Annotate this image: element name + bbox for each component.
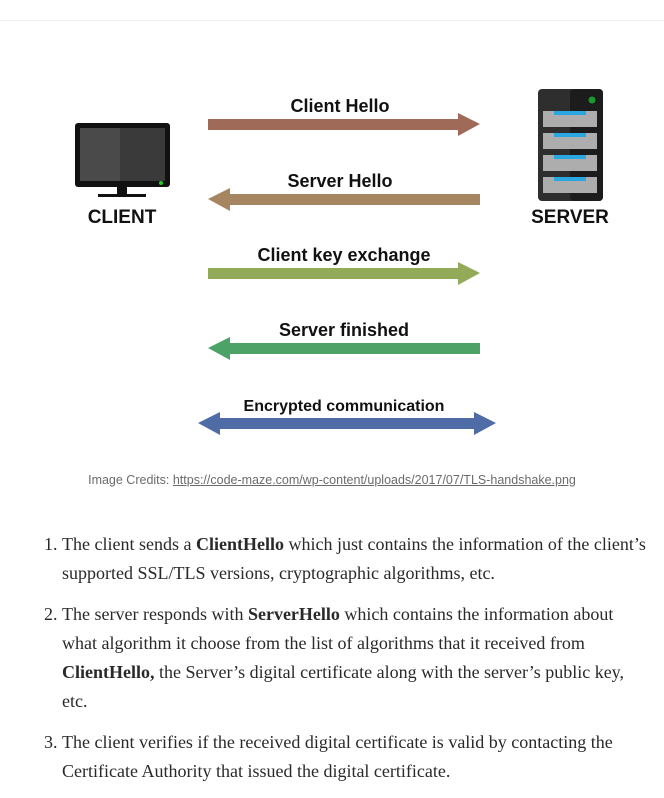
list-item: The client sends a ClientHello which jus… bbox=[62, 530, 647, 588]
client-label: CLIENT bbox=[88, 207, 157, 228]
arrow-left-server-finished bbox=[208, 337, 480, 360]
server-tower-icon bbox=[538, 89, 603, 201]
step-bold-term: ClientHello bbox=[195, 534, 284, 554]
arrow-label-encrypted-communication: Encrypted communication bbox=[244, 398, 445, 415]
arrow-label-server-hello: Server Hello bbox=[287, 171, 392, 191]
arrow-right-client-hello bbox=[208, 113, 480, 136]
arrow-left-server-hello bbox=[208, 188, 480, 211]
image-credits: Image Credits: https://code-maze.com/wp-… bbox=[0, 473, 664, 487]
step-text: The client sends a bbox=[62, 534, 196, 554]
arrow-label-client-key-exchange: Client key exchange bbox=[257, 245, 430, 265]
credits-prefix: Image Credits: bbox=[88, 473, 170, 487]
credits-link[interactable]: https://code-maze.com/wp-content/uploads… bbox=[172, 473, 576, 487]
step-bold-term: ClientHello, bbox=[62, 662, 155, 682]
arrow-label-client-hello: Client Hello bbox=[290, 96, 389, 116]
handshake-steps-list: The client sends a ClientHello which jus… bbox=[62, 530, 647, 798]
list-item: The server responds with ServerHello whi… bbox=[62, 600, 647, 716]
tls-handshake-diagram: CLIENT SERVER Client Hello Server Hello … bbox=[75, 89, 609, 435]
arrow-both-encrypted-communication bbox=[198, 412, 496, 435]
step-text: which just contains the information of t… bbox=[62, 534, 646, 583]
list-item: The client verifies if the received digi… bbox=[62, 728, 647, 786]
client-monitor-icon bbox=[75, 123, 170, 197]
arrow-label-server-finished: Server finished bbox=[279, 320, 409, 340]
top-divider bbox=[0, 20, 664, 21]
step-text: which contains the information about wha… bbox=[62, 604, 614, 653]
arrow-right-client-key-exchange bbox=[208, 262, 480, 285]
step-text: The server responds with bbox=[62, 604, 248, 624]
server-label: SERVER bbox=[531, 207, 609, 228]
step-text: the Server’s digital certificate along w… bbox=[62, 662, 625, 711]
step-bold-term: ServerHello bbox=[247, 604, 340, 624]
step-text: The client verifies if the received digi… bbox=[62, 732, 613, 781]
